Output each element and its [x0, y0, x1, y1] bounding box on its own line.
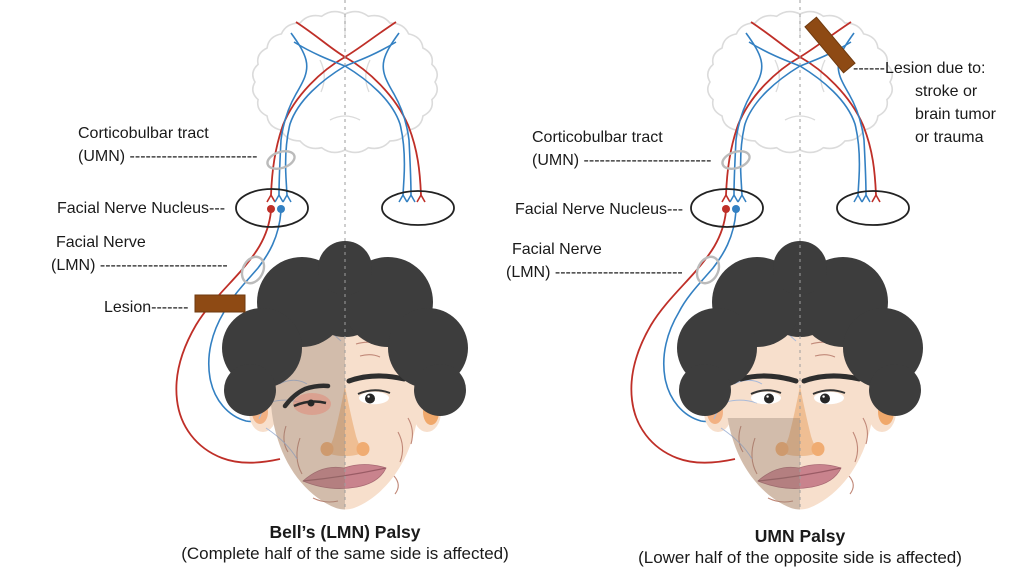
label-nucleus-left: Facial Nerve Nucleus---: [57, 200, 226, 217]
lesion-bar-umn: [804, 16, 856, 74]
caption-bells-title: Bell’s (LMN) Palsy: [269, 522, 421, 542]
caption-umn-palsy: UMN Palsy (Lower half of the opposite si…: [638, 525, 962, 569]
normal-left-eyebrow: [738, 373, 799, 384]
label-lesion-note: ------Lesion due to: stroke or brain tum…: [853, 60, 996, 146]
caption-bells-palsy: Bell’s (LMN) Palsy (Complete half of the…: [181, 521, 509, 565]
lesion-bar-lmn: [194, 294, 246, 313]
label-facial-nerve-right: Facial Nerve (LMN) ---------------------…: [506, 241, 683, 281]
label-corticobulbar-right: Corticobulbar tract (UMN) --------------…: [532, 129, 712, 169]
label-nucleus-right: Facial Nerve Nucleus---: [515, 201, 684, 218]
affected-lower-quadrant-overlay: [725, 418, 800, 510]
label-corticobulbar-left: Corticobulbar tract (UMN) --------------…: [78, 125, 258, 165]
caption-umn-title: UMN Palsy: [754, 526, 846, 546]
caption-bells-subtitle: (Complete half of the same side is affec…: [181, 544, 509, 563]
label-facial-nerve-left: Facial Nerve (LMN) ---------------------…: [51, 234, 228, 274]
label-lesion-left: Lesion-------: [104, 299, 189, 316]
caption-umn-subtitle: (Lower half of the opposite side is affe…: [638, 548, 962, 567]
droopy-left-eyebrow: [282, 383, 331, 409]
